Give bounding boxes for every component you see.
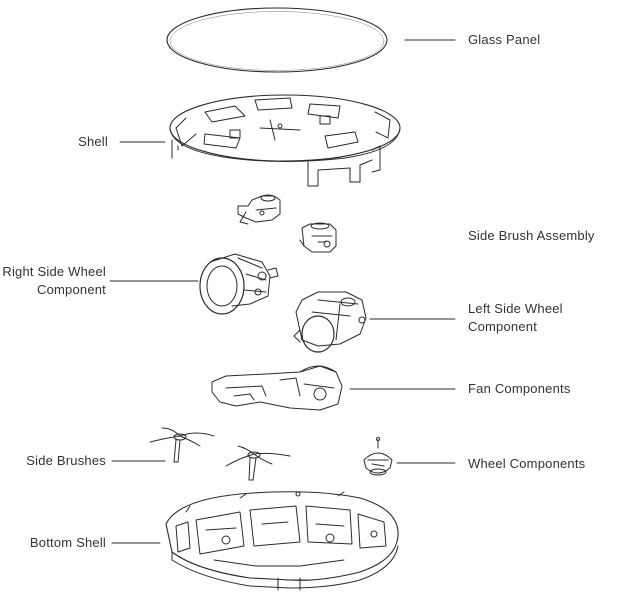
side-brush-left-part	[149, 427, 215, 463]
label-left-side-wheel-line2: Component	[468, 319, 538, 334]
left-side-wheel-part	[293, 291, 367, 353]
label-fan-components: Fan Components	[468, 381, 571, 396]
side-brush-motor-left-part	[237, 194, 281, 225]
label-left-side-wheel-line1: Left Side Wheel	[468, 301, 563, 316]
fan-components-part	[211, 365, 343, 411]
label-glass-panel: Glass Panel	[468, 32, 541, 47]
label-right-side-wheel-component: Right Side Wheel Component	[0, 263, 106, 299]
leader-lines	[109, 39, 456, 544]
side-brush-motor-right-part	[299, 222, 337, 253]
label-left-side-wheel-component: Left Side Wheel Component	[468, 300, 563, 336]
shell-part	[169, 94, 401, 187]
label-shell: Shell	[78, 134, 108, 149]
glass-panel-part	[166, 7, 388, 73]
label-side-brush-assembly: Side Brush Assembly	[468, 228, 595, 243]
label-right-side-wheel-line1: Right Side Wheel	[2, 264, 106, 279]
label-wheel-components: Wheel Components	[468, 456, 586, 471]
bottom-shell-part	[165, 491, 399, 591]
label-side-brushes: Side Brushes	[26, 453, 106, 468]
side-brush-right-part	[225, 445, 291, 481]
right-side-wheel-part	[199, 253, 279, 315]
label-bottom-shell: Bottom Shell	[29, 535, 106, 550]
wheel-components-part	[363, 437, 393, 476]
label-right-side-wheel-line2: Component	[36, 282, 106, 297]
